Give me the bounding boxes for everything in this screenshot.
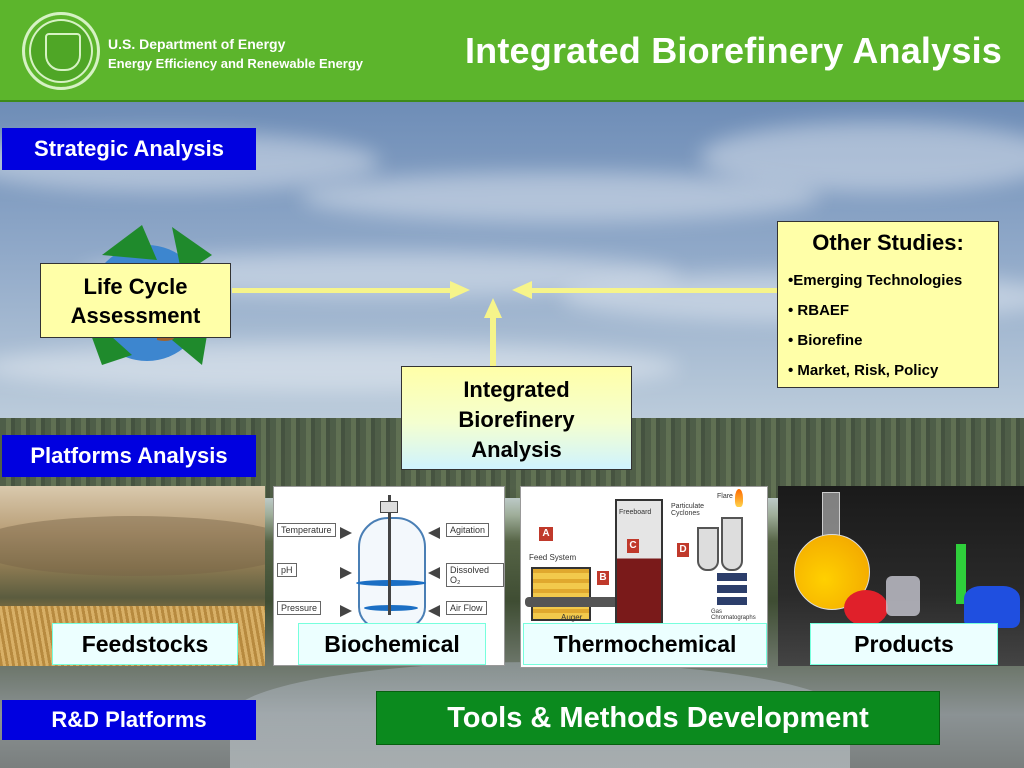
- integrated-biorefinery-analysis-box: Integrated Biorefinery Analysis: [401, 366, 632, 470]
- center-line3: Analysis: [471, 437, 562, 462]
- cloud: [300, 172, 820, 222]
- blue-flask: [964, 586, 1020, 628]
- other-studies-heading: Other Studies:: [812, 230, 964, 255]
- impeller-blade: [356, 580, 426, 586]
- cyclone-1: [697, 527, 719, 571]
- gc-label: Gas Chromatographs: [711, 609, 756, 621]
- other-studies-item: • Market, Risk, Policy: [788, 362, 939, 379]
- step-a-marker: A: [539, 527, 553, 541]
- ph-label: pH: [277, 563, 297, 577]
- tools-methods-development-banner: Tools & Methods Development: [376, 691, 940, 745]
- green-test-tube: [956, 544, 966, 604]
- products-photo: [778, 486, 1024, 666]
- center-line2: Biorefinery: [458, 407, 575, 432]
- arrow-left-icon: [428, 605, 440, 617]
- agitator-shaft: [388, 495, 391, 615]
- other-studies-item: •Emerging Technologies: [788, 272, 963, 289]
- thermochemical-caption: Thermochemical: [523, 623, 767, 665]
- test-tube-rack: [886, 576, 920, 616]
- arrowhead-up-icon: [484, 298, 502, 318]
- freeboard-label: Freeboard: [619, 509, 652, 516]
- pressure-label: Pressure: [277, 601, 322, 615]
- other-studies-item: • Biorefine: [788, 332, 863, 349]
- page-title: Integrated Biorefinery Analysis: [464, 30, 1002, 71]
- arrow-right-icon: [340, 605, 352, 617]
- feedstocks-caption: Feedstocks: [52, 623, 238, 665]
- org-subname: Energy Efficiency and Renewable Energy: [108, 56, 364, 71]
- dissolved-o2-label: Dissolved O₂: [446, 563, 504, 587]
- arrowhead-left-icon: [512, 281, 532, 299]
- bioreactor-vessel: [358, 517, 426, 629]
- seal-shield-icon: [45, 33, 81, 71]
- arrow-from-lca: [232, 288, 452, 293]
- arrow-left-icon: [428, 567, 440, 579]
- cloud: [700, 122, 1024, 192]
- agitation-label: Agitation: [446, 523, 490, 537]
- fluidized-bed-reactor: [615, 499, 663, 631]
- life-cycle-assessment-box: Life Cycle Assessment: [40, 263, 231, 338]
- products-caption: Products: [810, 623, 998, 665]
- feed-system-label: Feed System: [529, 553, 577, 562]
- platforms-analysis-label: Platforms Analysis: [2, 435, 256, 477]
- doe-seal-logo: [22, 12, 100, 90]
- arrow-right-icon: [340, 567, 352, 579]
- gc-unit: [717, 597, 747, 605]
- strategic-analysis-label: Strategic Analysis: [2, 128, 256, 170]
- arrowhead-right-icon: [450, 281, 470, 299]
- center-line1: Integrated: [463, 377, 570, 402]
- lca-line2: Assessment: [70, 303, 201, 328]
- arrow-left-icon: [428, 527, 440, 539]
- rd-platforms-label: R&D Platforms: [2, 700, 256, 740]
- air-flow-label: Air Flow: [446, 601, 487, 615]
- red-flask: [844, 590, 888, 626]
- auger-label: Auger: [561, 613, 583, 622]
- cyclone-2: [721, 517, 743, 571]
- arrow-from-other-studies: [532, 288, 778, 293]
- org-name: U.S. Department of Energy: [108, 36, 286, 52]
- impeller-blade: [364, 605, 418, 611]
- cyclones-label: Particulate Cyclones: [671, 503, 705, 517]
- step-c-marker: C: [627, 539, 639, 553]
- header-bar: U.S. Department of Energy Energy Efficie…: [0, 0, 1024, 102]
- lca-line1: Life Cycle: [83, 274, 188, 299]
- auger-screw: [525, 597, 623, 607]
- step-b-marker: B: [597, 571, 609, 585]
- flare-label: Flare: [717, 493, 733, 500]
- gc-unit: [717, 585, 747, 593]
- temperature-label: Temperature: [277, 523, 336, 537]
- other-studies-box: Other Studies: •Emerging Technologies • …: [777, 221, 999, 388]
- hill-shape: [0, 516, 265, 576]
- other-studies-item: • RBAEF: [788, 302, 850, 319]
- flare-flame-icon: [735, 489, 743, 507]
- motor-icon: [380, 501, 398, 513]
- feed-hopper: [531, 567, 591, 621]
- arrow-from-center: [490, 318, 496, 368]
- gc-unit: [717, 573, 747, 581]
- arrow-right-icon: [340, 527, 352, 539]
- biochemical-caption: Biochemical: [298, 623, 486, 665]
- step-d-marker: D: [677, 543, 689, 557]
